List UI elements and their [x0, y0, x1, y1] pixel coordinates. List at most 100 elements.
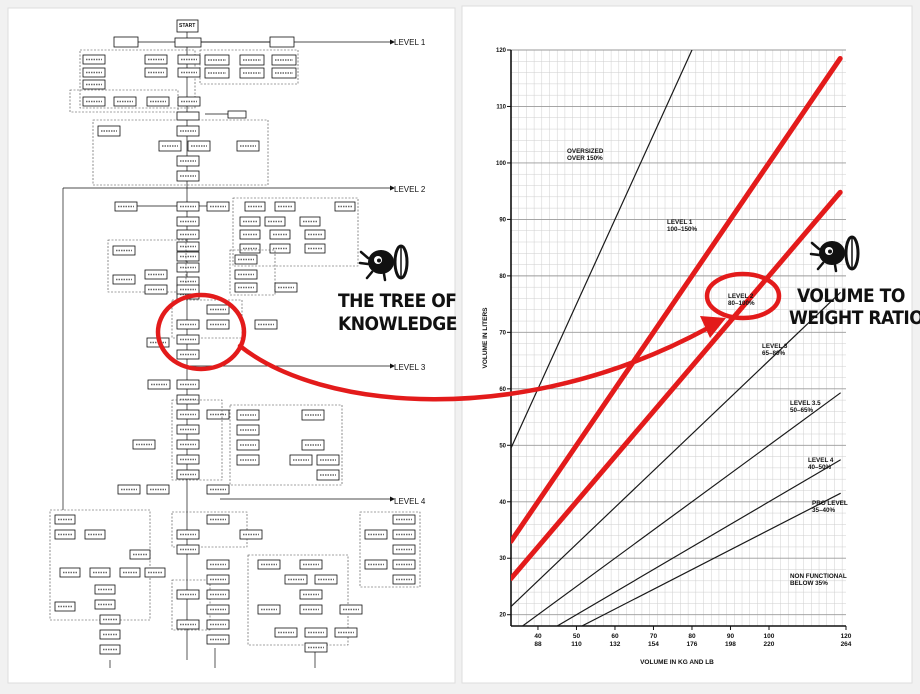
tree-node: [59, 567, 81, 578]
mascot-limbs: [809, 241, 838, 273]
tree-node: [54, 601, 76, 612]
tree-group: [79, 49, 196, 109]
ratio-lines: [511, 50, 843, 626]
y-tick-label: 90: [499, 217, 506, 223]
tree-node: [119, 567, 141, 578]
tree-panel: [7, 7, 456, 684]
zone-label: LEVEL 1: [667, 219, 693, 226]
x-tick-label-lb: 176: [687, 641, 698, 648]
tree-group: [199, 49, 299, 85]
tree-arrowhead: [390, 39, 395, 45]
tree-level-4-label: LEVEL 4: [394, 497, 426, 506]
x-tick-label-kg: 80: [688, 633, 696, 640]
tree-node: [54, 529, 76, 540]
ratio-line: [521, 392, 841, 626]
connector-arrow: [155, 271, 782, 402]
tree-node: [304, 243, 326, 254]
tree-arrowhead: [390, 185, 395, 191]
ratio-line: [511, 50, 693, 449]
connector-curve: [237, 325, 711, 402]
tree-node: [299, 216, 321, 227]
x-axis-label: VOLUME IN KG AND LB: [640, 659, 714, 666]
y-tick-label: 50: [499, 443, 506, 449]
tree-node: [176, 19, 199, 33]
zone-label-range: 65–80%: [762, 350, 786, 357]
x-tick-label-lb: 154: [648, 641, 659, 648]
x-tick-label-kg: 120: [841, 633, 852, 640]
tree-highlight-circle: [155, 292, 247, 372]
tree-node: [227, 110, 247, 119]
zone-label: PRO LEVEL: [812, 500, 848, 507]
ratio-line: [511, 292, 841, 608]
tree-group: [171, 511, 248, 548]
y-axis-label: VOLUME IN LITERS: [482, 307, 489, 369]
tree-arrowhead: [390, 496, 395, 502]
tree-node: [129, 549, 151, 560]
tree-level-1-label: LEVEL 1: [394, 38, 426, 47]
chart-mascot: [809, 235, 860, 273]
tree-node: [144, 567, 166, 578]
tree-group: [92, 119, 269, 186]
tree-node: [99, 614, 121, 625]
tree-title-line2: KNOWLEDGE: [338, 313, 457, 335]
mascots: [358, 235, 860, 282]
x-tick-label-lb: 264: [841, 641, 852, 648]
x-tick-label-lb: 220: [764, 641, 775, 648]
tree-node: [269, 229, 291, 240]
mascot-pupil: [377, 258, 381, 263]
tree-node: [94, 599, 116, 610]
x-tick-label-lb: 198: [725, 641, 736, 648]
tree-node: [99, 629, 121, 640]
tree-group: [232, 197, 359, 267]
zone-label: LEVEL 3: [762, 343, 788, 350]
tree-start-label: START: [179, 23, 196, 29]
tree-node: [239, 216, 261, 227]
tree-group: [247, 554, 349, 646]
tree-node: [244, 201, 266, 212]
tree-node: [176, 111, 200, 121]
mascot-pupil: [828, 249, 832, 254]
y-tick-label: 20: [499, 613, 506, 619]
ratio-line: [580, 492, 841, 626]
tree-mascot: [358, 244, 409, 282]
tree-node: [264, 216, 286, 227]
tree-group: [229, 249, 276, 296]
ratio-line: [556, 459, 841, 626]
tree-node: [113, 36, 139, 48]
y-tick-label: 120: [496, 48, 507, 54]
y-tick-label: 80: [499, 274, 506, 280]
tree-title-line1: THE TREE OF: [338, 290, 457, 312]
tree-group: [171, 399, 223, 481]
zone-label-range: OVER 150%: [567, 155, 603, 162]
ratio-line-highlighted: [511, 189, 843, 582]
zone-label: NON FUNCTIONAL: [790, 573, 847, 580]
tree-node: [274, 201, 296, 212]
y-tick-label: 100: [496, 161, 507, 167]
tree-level-3-label: LEVEL 3: [394, 363, 426, 372]
tree-group: [359, 511, 421, 588]
zone-label: LEVEL 2: [728, 293, 754, 300]
x-tick-label-lb: 88: [534, 641, 542, 648]
tree-group: [229, 404, 343, 486]
tree-node: [99, 644, 121, 655]
tree-level-2-label: LEVEL 2: [394, 185, 426, 194]
zone-label-range: 100–150%: [667, 226, 698, 233]
x-tick-label-kg: 70: [650, 633, 658, 640]
tree-node: [239, 243, 261, 254]
ratio-line-highlighted: [511, 55, 843, 544]
x-tick-label-kg: 100: [764, 633, 775, 640]
tree-node: [89, 567, 111, 578]
zone-label-range: 80–100%: [728, 300, 755, 307]
mascot-limbs: [358, 250, 387, 282]
zone-label-range: 40–50%: [808, 464, 832, 471]
tree-node: [334, 201, 356, 212]
chart-title-line2: WEIGHT RATIO: [789, 307, 920, 329]
x-tick-label-lb: 132: [610, 641, 621, 648]
tree-arrowhead: [390, 363, 395, 369]
x-tick-label-kg: 50: [573, 633, 581, 640]
y-tick-label: 70: [499, 330, 506, 336]
connector-arrowhead: [700, 316, 726, 338]
zone-label-range: 50–65%: [790, 407, 814, 414]
tree-node: [54, 514, 76, 525]
